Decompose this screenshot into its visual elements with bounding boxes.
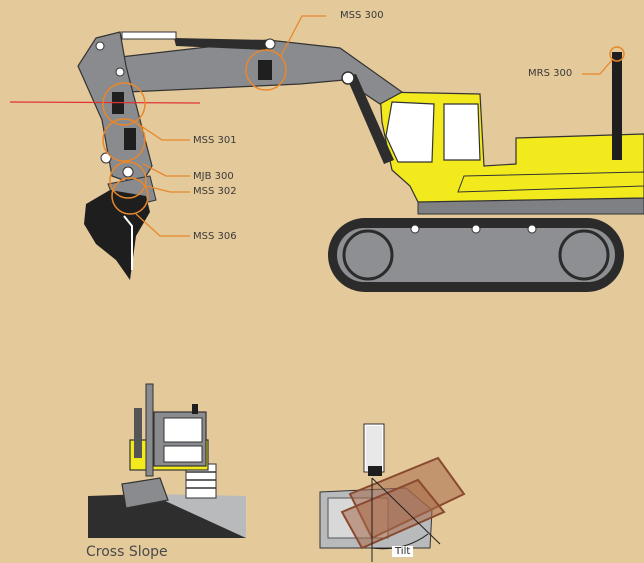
leader-mjb300 <box>142 163 190 177</box>
bucket <box>84 190 150 280</box>
label-mss301: MSS 301 <box>193 135 237 146</box>
excavator <box>9 15 644 292</box>
leader-mss306 <box>135 213 190 237</box>
label-mss300: MSS 300 <box>340 10 384 21</box>
leader-mss300 <box>280 15 326 57</box>
label-mss302: MSS 302 <box>193 186 237 197</box>
label-mjb300: MJB 300 <box>193 171 234 182</box>
label-mss306: MSS 306 <box>193 231 237 242</box>
caption-cross-slope: Cross Slope <box>86 544 168 560</box>
track-inner <box>337 228 615 282</box>
leader-mss301 <box>137 123 190 141</box>
leader-mss302 <box>145 185 190 193</box>
cross-slope-illustration <box>88 383 246 538</box>
cab-window-front <box>385 101 435 163</box>
leader-mrs300 <box>582 59 613 75</box>
reference-line <box>9 101 201 104</box>
mast <box>612 52 622 160</box>
label-mrs300: MRS 300 <box>528 68 573 79</box>
cab-window-side <box>443 103 481 161</box>
dozer-blade <box>121 477 169 509</box>
caption-tilt: Tilt <box>392 546 414 557</box>
tilt-illustration <box>319 423 466 562</box>
boom <box>111 39 404 105</box>
